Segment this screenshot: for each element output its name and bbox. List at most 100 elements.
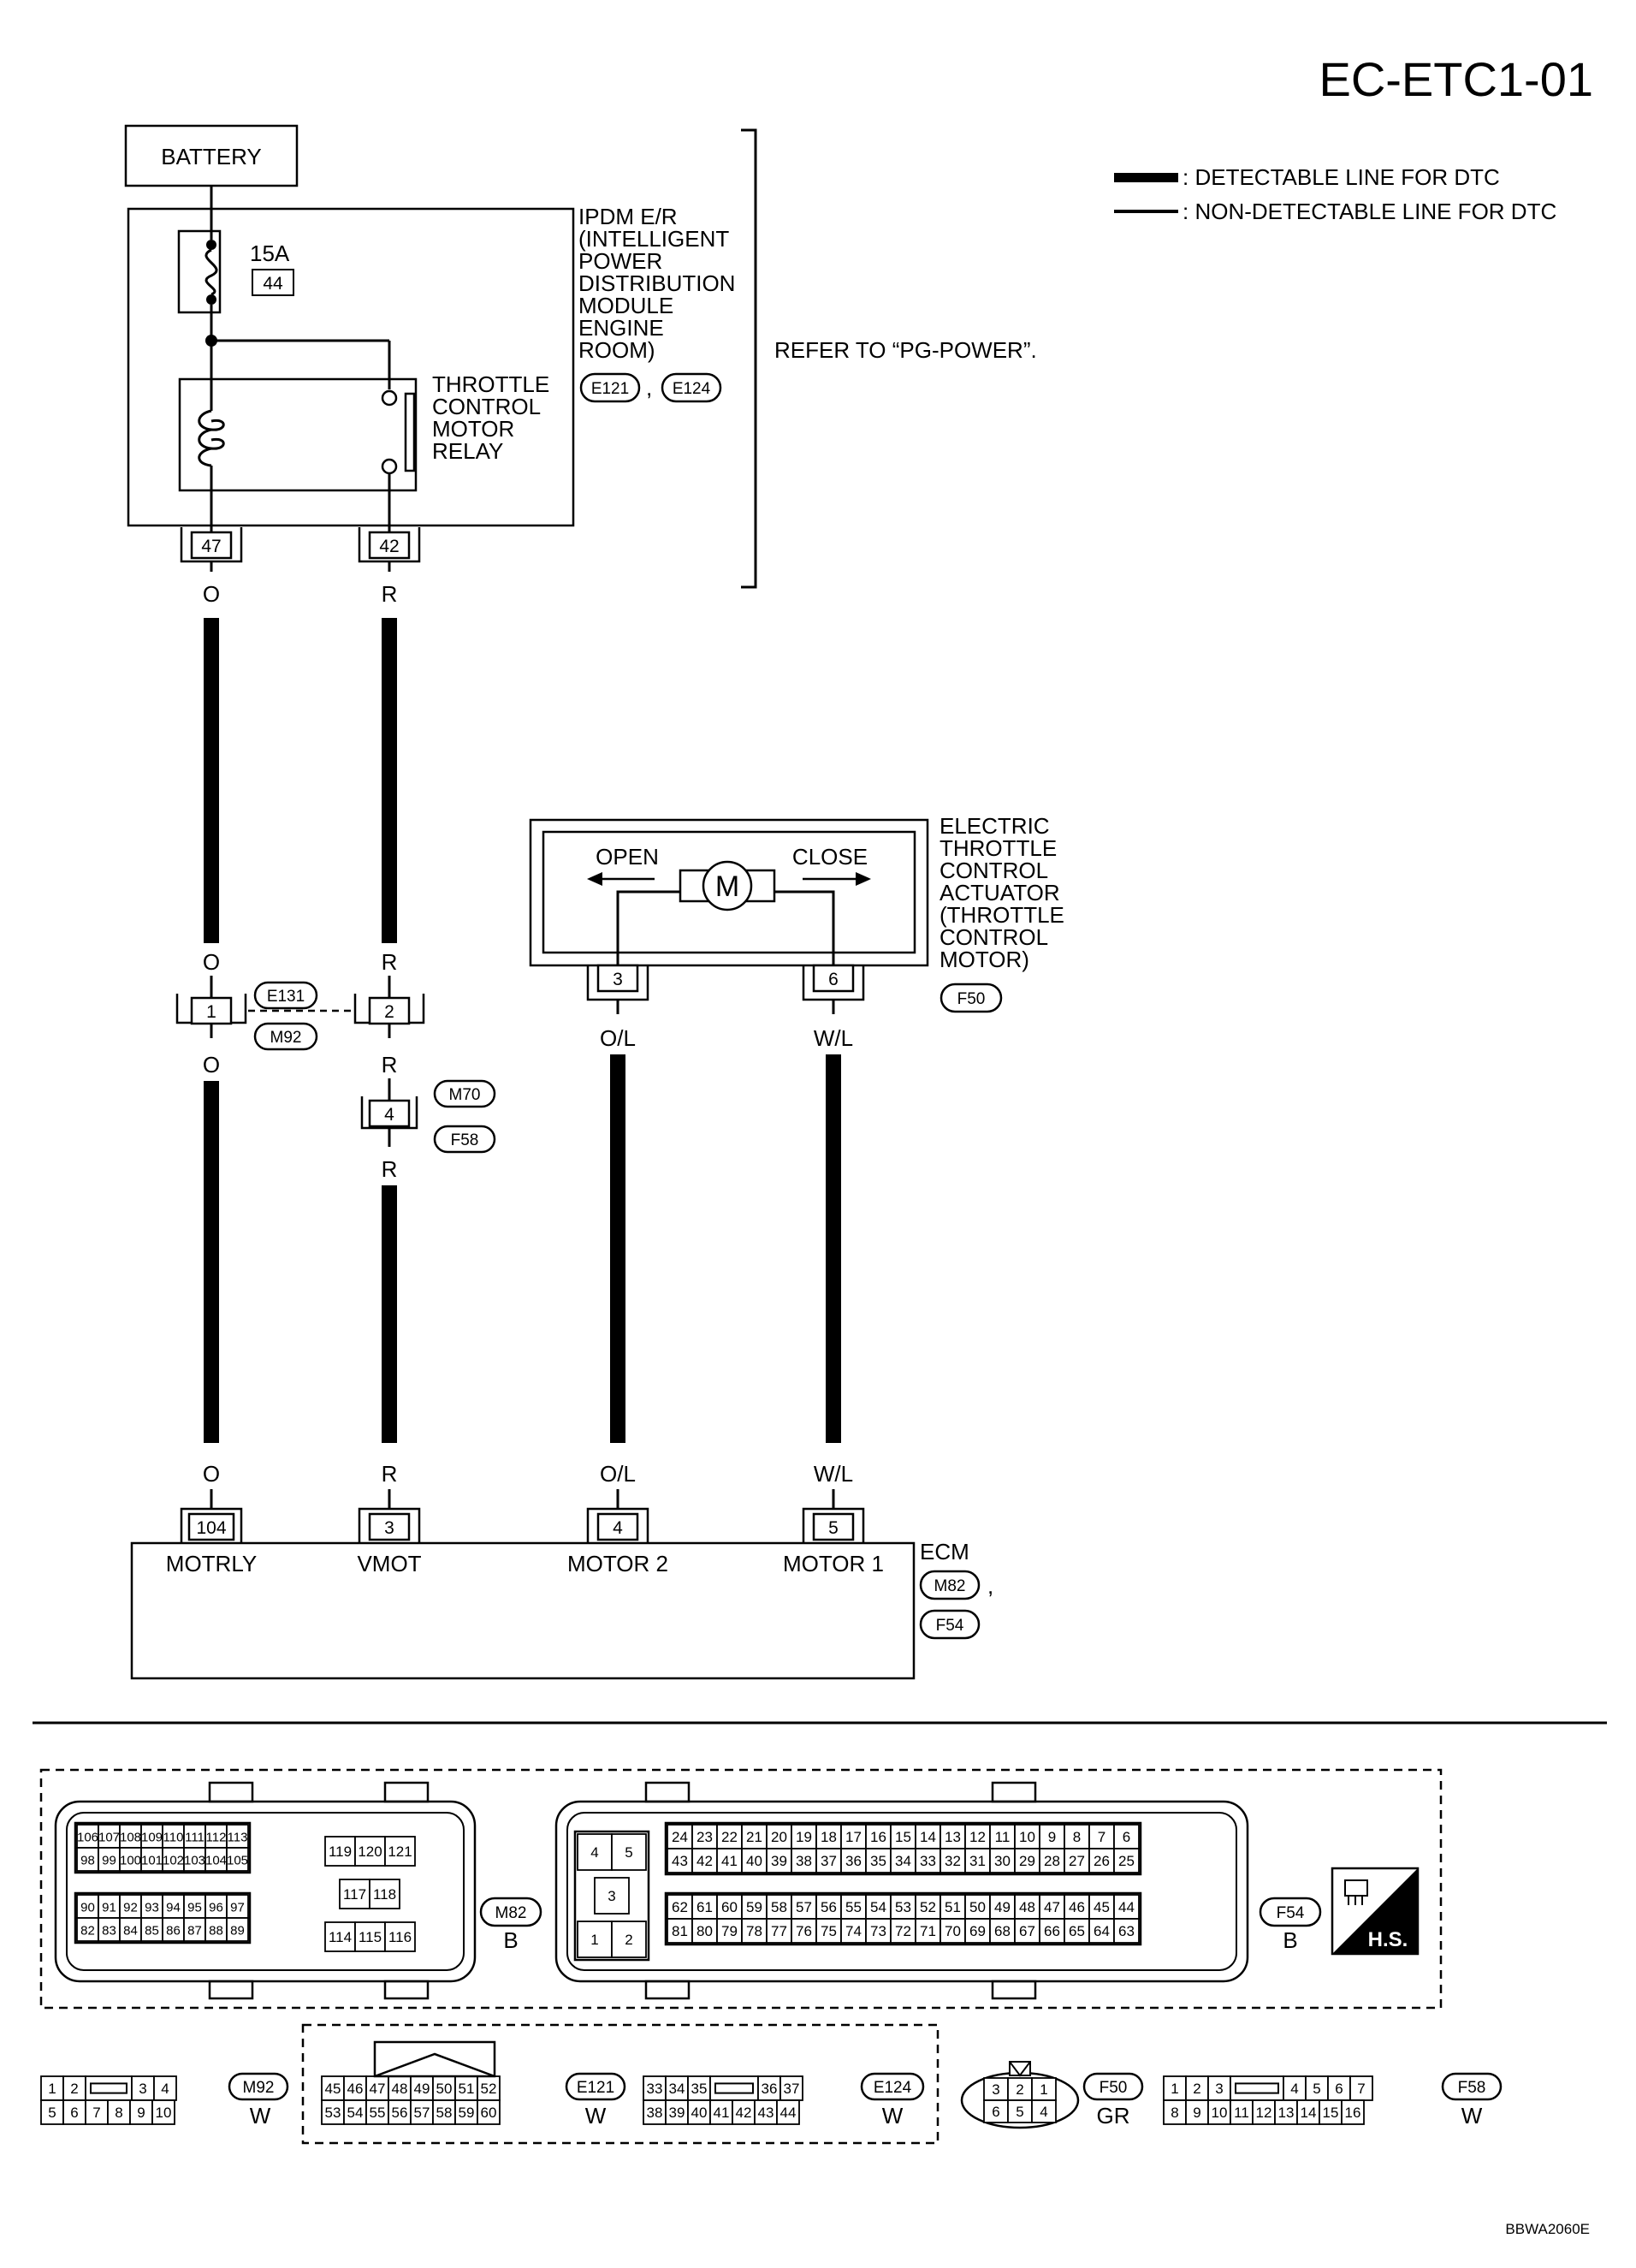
wire-color-o-2: O: [203, 949, 220, 975]
pin-cell: 34: [665, 2075, 689, 2101]
pin-number: 1: [590, 1932, 598, 1948]
actuator-outer-box: [529, 818, 929, 967]
pin-number: 11: [1234, 2105, 1249, 2121]
pin-cell: 11: [1230, 2099, 1254, 2125]
pin-cell: 3: [131, 2075, 155, 2101]
m82-code-label: M82: [495, 1904, 527, 1922]
svg-text:MODULE: MODULE: [578, 293, 673, 318]
pin-number: 41: [714, 2105, 730, 2121]
pin-cell: 54: [343, 2099, 367, 2125]
pin-cell: 112: [204, 1824, 228, 1849]
pin-number: 7: [1357, 2081, 1365, 2097]
pin-number: 52: [920, 1899, 936, 1915]
pin-cell: 5: [1007, 2099, 1033, 2123]
pin-number: 53: [325, 2105, 341, 2121]
pin-cell: 33: [643, 2075, 667, 2101]
pin-number: 14: [1301, 2105, 1317, 2121]
pin-cell: 57: [410, 2099, 434, 2125]
pin-cell: 41: [716, 1848, 743, 1873]
keyway-slot: [85, 2075, 133, 2101]
pin-number: 84: [123, 1924, 138, 1938]
connector-f50-label: F50: [957, 990, 986, 1008]
pin-number: 23: [696, 1829, 713, 1845]
pin-number: 26: [1094, 1853, 1110, 1869]
pin-cell: 66: [1039, 1918, 1065, 1944]
pin-number: 110: [163, 1831, 184, 1845]
pin-cell: 8: [1064, 1824, 1090, 1849]
pin-cell: 42: [691, 1848, 718, 1873]
pin-number: 1: [1040, 2081, 1047, 2098]
pin-cell: 54: [865, 1894, 892, 1920]
pin-number: 45: [325, 2081, 341, 2097]
pin-cell: 98: [76, 1847, 99, 1872]
pin-number: 49: [414, 2081, 430, 2097]
m92-code-label: M92: [243, 2079, 275, 2097]
pin-number: 93: [145, 1901, 159, 1915]
svg-text:CONTROL: CONTROL: [940, 924, 1048, 950]
pin-number: 16: [1345, 2105, 1361, 2121]
svg-text:2: 2: [384, 1002, 394, 1022]
pin-number: 4: [161, 2081, 169, 2097]
pin-cell: 97: [226, 1894, 249, 1919]
pin-number: 92: [123, 1901, 138, 1915]
pin-number: 54: [870, 1899, 886, 1915]
pin-number: 2: [625, 1932, 632, 1948]
pin-number: 45: [1094, 1899, 1110, 1915]
wire-color-r-2: R: [382, 949, 398, 975]
pin-number: 68: [994, 1923, 1011, 1939]
pin-cell: 6: [62, 2099, 86, 2125]
ipdm-pin-42: 42: [358, 527, 421, 563]
pin-number: 65: [1069, 1923, 1085, 1939]
pin-number: 56: [821, 1899, 837, 1915]
relay: THROTTLE CONTROL MOTOR RELAY: [178, 335, 549, 532]
refer-note: REFER TO “PG-POWER”.: [774, 337, 1037, 363]
pin-number: 53: [895, 1899, 911, 1915]
pin-number: 52: [481, 2081, 497, 2097]
pin-number: 34: [669, 2081, 685, 2097]
pin-cell: 32: [940, 1848, 966, 1873]
pin-number: 54: [347, 2105, 364, 2121]
pin-cell: 121: [384, 1836, 416, 1867]
pin-cell: 43: [667, 1848, 693, 1873]
pin-cell: 10: [1207, 2099, 1231, 2125]
pin-number: 94: [166, 1901, 181, 1915]
legend-non-detectable-swatch: [1114, 210, 1178, 213]
hs-connector-icon: H.S.: [1331, 1867, 1420, 1956]
pin-number: 15: [1323, 2105, 1339, 2121]
pin-cell: 50: [964, 1894, 991, 1920]
pin-number: 58: [771, 1899, 787, 1915]
pin-number: 5: [1016, 2104, 1023, 2120]
pin-cell: 49: [410, 2075, 434, 2101]
connector-f58-tag: [433, 1125, 496, 1154]
pin-number: 48: [1019, 1899, 1035, 1915]
ipdm-label: IPDM E/R (INTELLIGENT POWER DISTRIBUTION…: [578, 204, 735, 363]
pin-number: 3: [608, 1888, 615, 1904]
pin-number: 28: [1044, 1853, 1060, 1869]
svg-text:IPDM E/R: IPDM E/R: [578, 204, 678, 229]
pin-number: 120: [358, 1843, 382, 1860]
pin-cell: 10: [151, 2099, 175, 2125]
svg-text:(INTELLIGENT: (INTELLIGENT: [578, 226, 729, 252]
pin-cell: 46: [343, 2075, 367, 2101]
pin-number: 37: [821, 1853, 837, 1869]
svg-text:THROTTLE: THROTTLE: [432, 371, 549, 397]
pin-cell: 70: [940, 1918, 966, 1944]
svg-text:H.S.: H.S.: [1368, 1928, 1408, 1951]
pin-cell: 9: [1185, 2099, 1209, 2125]
figure-code: BBWA2060E: [1505, 2221, 1590, 2237]
pin-cell: 5: [1305, 2075, 1329, 2101]
pin-number: 40: [691, 2105, 708, 2121]
wire-r-upper: [382, 618, 397, 943]
wire-o-lower: [204, 1081, 219, 1443]
pin-cell: 45: [1088, 1894, 1115, 1920]
pin-cell: 109: [140, 1824, 163, 1849]
pin-number: 7: [92, 2105, 100, 2121]
pin-cell: 47: [1039, 1894, 1065, 1920]
ecm-terminal-3: 3 VMOT: [357, 1507, 422, 1576]
pin-number: 2: [1193, 2081, 1200, 2097]
pin-number: 121: [388, 1843, 412, 1860]
pin-number: 21: [746, 1829, 762, 1845]
pin-cell: 2: [611, 1921, 647, 1958]
pin-cell: 52: [915, 1894, 941, 1920]
